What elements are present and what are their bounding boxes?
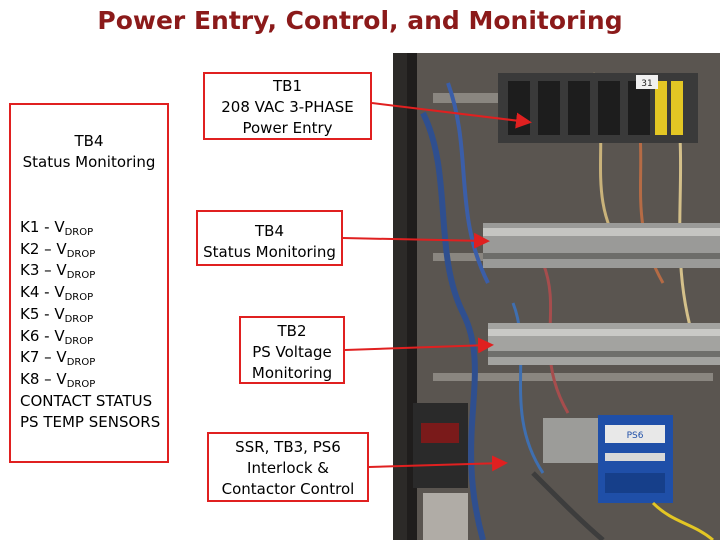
tb2-terminal-block (488, 323, 720, 365)
ps-label: PS6 (627, 431, 644, 441)
k-label: K3 – V (20, 261, 67, 280)
callout-line: 208 VAC 3-PHASE (221, 98, 354, 116)
left-cable-bundle (393, 53, 411, 540)
k-label: K8 – V (20, 369, 67, 388)
left-panel-heading: TB4 Status Monitoring (11, 131, 167, 173)
callout-line: Contactor Control (221, 480, 355, 498)
callout-line: SSR, TB3, PS6 (235, 438, 341, 456)
control-panel-photo: 31 PS6 (393, 53, 720, 540)
list-item: K2 – VDROP (20, 239, 160, 261)
tb4-status-monitoring-panel: TB4 Status Monitoring K1 - VDROP K2 – VD… (9, 103, 169, 463)
list-item: K4 - VDROP (20, 282, 160, 304)
left-heading-line1: TB4 (74, 132, 104, 150)
k-label: K2 – V (20, 239, 67, 258)
block-number-label: 31 (641, 79, 652, 89)
callout-line: Status Monitoring (203, 243, 336, 261)
page-title: Power Entry, Control, and Monitoring (97, 6, 623, 35)
k-sub: DROP (64, 313, 94, 325)
tb1-terminal-block: 31 (498, 73, 698, 143)
ps-temp-sensors-label: PS TEMP SENSORS (20, 413, 161, 432)
list-item: K7 – VDROP (20, 347, 160, 369)
k-sub: DROP (66, 270, 96, 282)
k-label: K1 - V (20, 218, 65, 236)
k-sub: DROP (66, 248, 96, 260)
k-sub: DROP (64, 292, 94, 304)
callout-line: TB1 (273, 77, 302, 95)
list-item: K1 - VDROP (20, 217, 160, 239)
k-label: K4 - V (20, 283, 65, 302)
list-item: K8 – VDROP (20, 369, 160, 391)
tb4-status-monitoring-callout: TB4 Status Monitoring (196, 210, 343, 266)
tb2-ps-voltage-callout: TB2 PS Voltage Monitoring (239, 316, 345, 384)
ps6-power-supply: PS6 (598, 415, 673, 503)
k-sub: DROP (64, 227, 94, 238)
k-label: K5 - V (20, 304, 65, 323)
list-item: K5 - VDROP (20, 304, 160, 326)
photo-illustration: 31 PS6 (393, 53, 720, 540)
k-sub: DROP (64, 335, 94, 347)
list-item: K3 – VDROP (20, 260, 160, 282)
k-sub: DROP (66, 357, 96, 369)
list-item: K6 - VDROP (20, 326, 160, 348)
callout-line: TB4 (255, 222, 284, 240)
tb1-power-entry-callout: TB1 208 VAC 3-PHASE Power Entry (203, 72, 372, 140)
callout-line: Power Entry (242, 119, 333, 137)
k-label: K7 – V (20, 348, 67, 367)
k-sub: DROP (66, 378, 96, 390)
ssr-interlock-callout: SSR, TB3, PS6 Interlock & Contactor Cont… (207, 432, 369, 502)
callout-line: TB2 (277, 322, 307, 340)
left-heading-line2: Status Monitoring (22, 153, 156, 171)
k-drop-list: K1 - VDROP K2 – VDROP K3 – VDROP K4 - VD… (20, 217, 160, 434)
ssr-interlock-block (413, 403, 633, 540)
k-label: K6 - V (20, 326, 65, 345)
callout-line: PS Voltage (252, 343, 332, 361)
contact-status-label: CONTACT STATUS (20, 391, 153, 410)
tb4-terminal-block (483, 223, 720, 268)
callout-line: Monitoring (251, 364, 333, 382)
callout-line: Interlock & (247, 459, 329, 477)
